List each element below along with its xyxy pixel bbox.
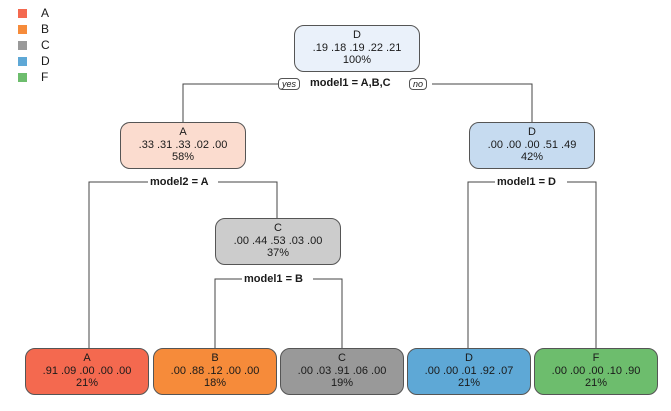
leaf-node-c: C .00 .03 .91 .06 .00 19% [280, 348, 404, 395]
node-n3-class: D [528, 126, 536, 138]
leaf-b-percent: 18% [203, 377, 227, 389]
node-n2-probs: .33 .31 .33 .02 .00 [138, 138, 228, 151]
edge-n2-left [88, 181, 148, 352]
legend-swatch-b [18, 24, 27, 34]
edge-root-right [432, 83, 533, 122]
leaf-b-probs: .00 .88 .12 .00 .00 [170, 364, 260, 377]
edge-n5-right [313, 278, 343, 348]
leaf-f-percent: 21% [584, 377, 608, 389]
leaf-node-f: F .00 .00 .00 .10 .90 21% [534, 348, 658, 395]
leaf-a-probs: .91 .09 .00 .00 .00 [42, 364, 132, 377]
leaf-c-probs: .00 .03 .91 .06 .00 [297, 364, 387, 377]
edge-n3-right [567, 181, 597, 348]
edge-n3-left [467, 181, 495, 348]
legend-label-b: B [41, 22, 50, 36]
split-n5-label: model1 = B [242, 273, 305, 285]
node-root-percent: 100% [342, 54, 372, 66]
node-n2: A .33 .31 .33 .02 .00 58% [120, 122, 246, 169]
leaf-c-percent: 19% [330, 377, 354, 389]
node-root-probs: .19 .18 .19 .22 .21 [312, 41, 402, 54]
node-n2-percent: 58% [171, 151, 195, 163]
split-n2-label: model2 = A [148, 176, 211, 188]
node-n5: C .00 .44 .53 .03 .00 37% [215, 218, 341, 265]
node-n5-percent: 37% [266, 247, 290, 259]
legend-item-f: F [18, 70, 48, 84]
leaf-c-class: C [338, 352, 346, 364]
split-root-label: model1 = A,B,C [308, 77, 393, 89]
legend-label-d: D [41, 54, 50, 68]
edge-root-left [182, 83, 278, 126]
node-n3: D .00 .00 .00 .51 .49 42% [469, 122, 595, 169]
leaf-d-probs: .00 .00 .01 .92 .07 [424, 364, 514, 377]
edge-n5-left [214, 278, 242, 348]
legend-label-f: F [41, 70, 49, 84]
legend-swatch-f [18, 72, 27, 82]
legend-swatch-c [18, 40, 27, 50]
leaf-a-class: A [83, 352, 91, 364]
legend-swatch-a [18, 8, 27, 18]
no-tag: no [409, 78, 428, 90]
node-root: D .19 .18 .19 .22 .21 100% [294, 25, 420, 72]
legend-item-d: D [18, 54, 50, 68]
node-n5-class: C [274, 222, 282, 234]
leaf-node-d: D .00 .00 .01 .92 .07 21% [407, 348, 531, 395]
leaf-node-a: A .91 .09 .00 .00 .00 21% [25, 348, 149, 395]
legend-item-c: C [18, 38, 50, 52]
legend-label-a: A [41, 6, 50, 20]
node-n2-class: A [179, 126, 187, 138]
leaf-d-percent: 21% [457, 377, 481, 389]
legend-item-b: B [18, 22, 49, 36]
legend-label-c: C [41, 38, 50, 52]
node-root-class: D [353, 29, 361, 41]
leaf-f-probs: .00 .00 .00 .10 .90 [551, 364, 641, 377]
edge-n2-right [218, 181, 278, 218]
leaf-a-percent: 21% [75, 377, 99, 389]
legend-item-a: A [18, 6, 49, 20]
node-n3-percent: 42% [520, 151, 544, 163]
leaf-node-b: B .00 .88 .12 .00 .00 18% [153, 348, 277, 395]
yes-tag: yes [278, 78, 301, 90]
leaf-d-class: D [465, 352, 473, 364]
split-n3-label: model1 = D [495, 176, 558, 188]
leaf-f-class: F [592, 352, 600, 364]
node-n3-probs: .00 .00 .00 .51 .49 [487, 138, 577, 151]
node-n5-probs: .00 .44 .53 .03 .00 [233, 234, 323, 247]
legend-swatch-d [18, 56, 27, 66]
leaf-b-class: B [211, 352, 219, 364]
